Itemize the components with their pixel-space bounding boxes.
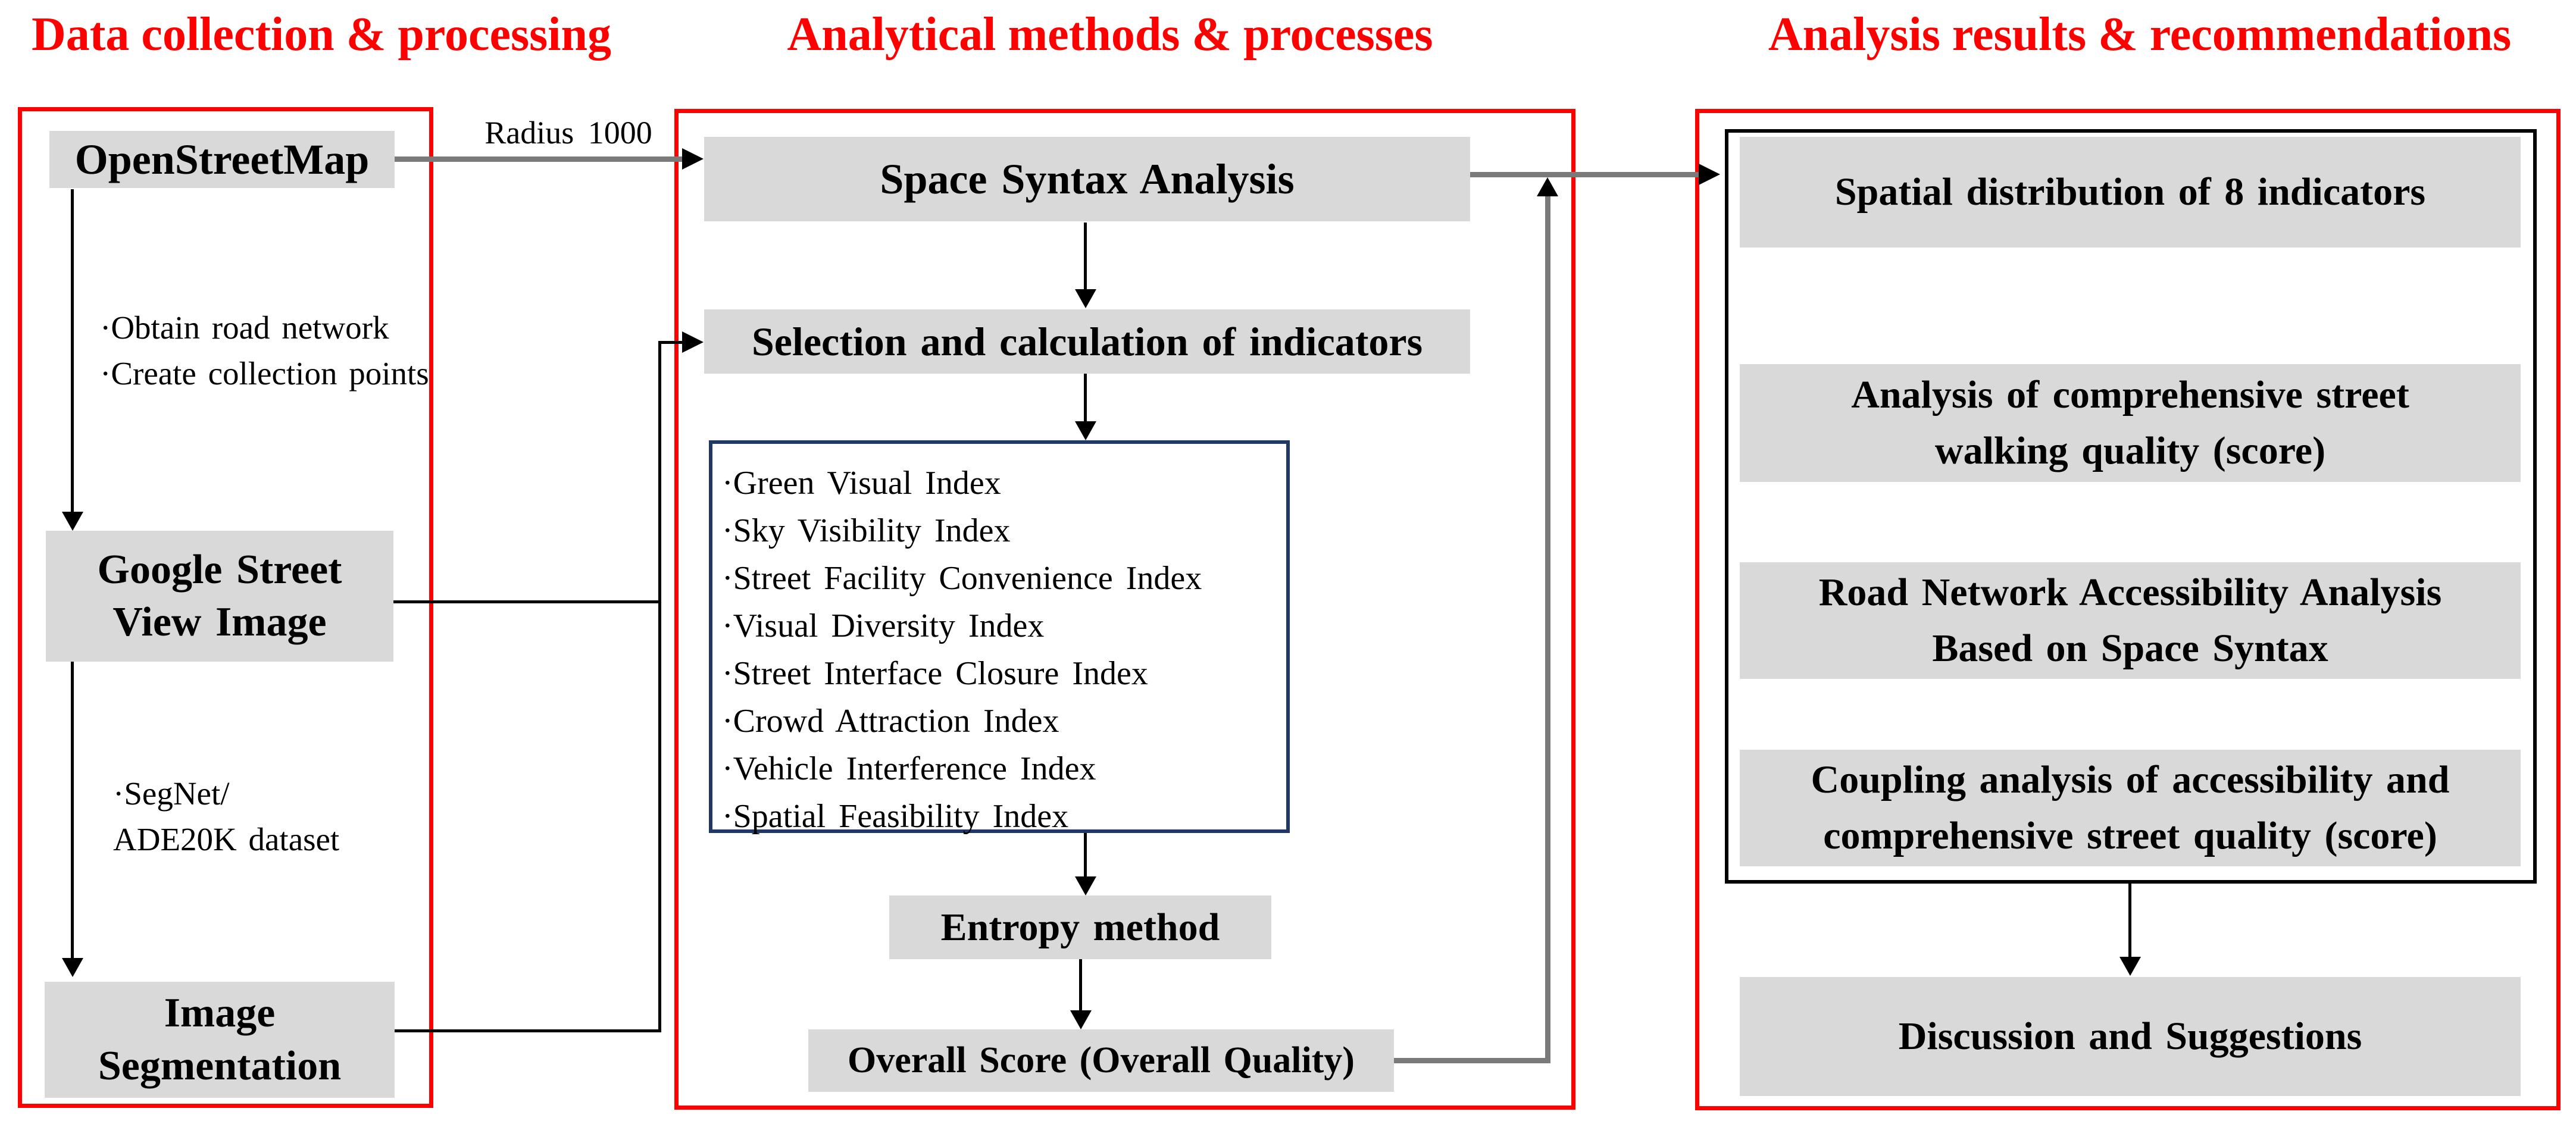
annotation-line: ·Obtain road network xyxy=(100,309,389,346)
indicator-item: ·Green Visual Index xyxy=(722,465,1001,502)
indicator-item: ·Crowd Attraction Index xyxy=(722,703,1059,740)
node-coupling-analysis: Coupling analysis of accessibility and c… xyxy=(1740,750,2521,866)
arrowhead-into-results xyxy=(1699,164,1720,185)
node-image-segmentation: Image Segmentation xyxy=(45,982,395,1098)
column-title-analysis-results: Analysis results & recommendations xyxy=(1768,8,2512,61)
node-spatial-distribution: Spatial distribution of 8 indicators xyxy=(1740,137,2521,248)
node-segmentation-line1: Image xyxy=(164,990,276,1037)
connector-osm-to-gsv xyxy=(71,189,74,514)
annotation-line: ADE20K dataset xyxy=(113,821,340,857)
node-overall-score: Overall Score (Overall Quality) xyxy=(808,1029,1394,1092)
node-discussion-label: Discussion and Suggestions xyxy=(1898,1014,2362,1059)
results-inner-frame xyxy=(1725,129,2537,884)
annotation-line: ·SegNet/ xyxy=(113,775,230,812)
radius-label: Radius 1000 xyxy=(484,115,652,151)
indicator-item: ·Street Interface Closure Index xyxy=(722,655,1148,692)
analysis-results-frame xyxy=(1695,109,2561,1110)
node-space-syntax-label: Space Syntax Analysis xyxy=(880,155,1295,203)
annotation-gsv-to-seg: ·SegNet/ ADE20K dataset xyxy=(113,771,339,862)
connector-space-syntax-to-selection xyxy=(1084,223,1087,290)
arrowhead-into-segmentation xyxy=(62,958,83,977)
node-road-accessibility-line2: Based on Space Syntax xyxy=(1932,627,2328,670)
node-space-syntax-analysis: Space Syntax Analysis xyxy=(704,137,1470,221)
analytical-methods-frame xyxy=(674,109,1575,1110)
indicator-item: ·Spatial Feasibility Index xyxy=(722,798,1069,835)
node-entropy-label: Entropy method xyxy=(940,905,1220,949)
annotation-osm-to-gsv: ·Obtain road network ·Create collection … xyxy=(100,305,429,396)
node-gsv-line2: View Image xyxy=(112,599,327,645)
arrowhead-feedback-up xyxy=(1537,177,1558,196)
connector-osm-to-space-syntax xyxy=(394,156,687,162)
arrowhead-into-overall xyxy=(1070,1010,1092,1029)
node-entropy-method: Entropy method xyxy=(889,895,1271,959)
node-walking-quality: Analysis of comprehensive street walking… xyxy=(1740,364,2521,482)
arrowhead-into-selection-top xyxy=(1075,289,1096,308)
connector-segmentation-exit xyxy=(395,1029,661,1032)
column-title-data-collection: Data collection & processing xyxy=(32,8,611,61)
node-coupling-line1: Coupling analysis of accessibility and xyxy=(1811,758,2450,802)
arrowhead-into-gsv xyxy=(62,512,83,531)
connector-indicators-to-entropy xyxy=(1084,833,1087,877)
node-openstreetmap: OpenStreetMap xyxy=(49,131,395,188)
connector-selection-to-indicators xyxy=(1084,374,1087,422)
node-google-street-view: Google Street View Image xyxy=(46,531,393,662)
node-road-accessibility-line1: Road Network Accessibility Analysis xyxy=(1818,571,2442,615)
connector-vertical-merge xyxy=(658,341,661,1032)
node-walking-quality-line2: walking quality (score) xyxy=(1934,429,2326,472)
connector-entropy-to-overall xyxy=(1079,959,1082,1012)
indicator-item: ·Sky Visibility Index xyxy=(722,512,1011,549)
connector-results-to-discussion xyxy=(2128,884,2131,958)
indicator-item: ·Visual Diversity Index xyxy=(722,608,1045,644)
node-spatial-distribution-label: Spatial distribution of 8 indicators xyxy=(1834,170,2426,214)
indicator-list-box: ·Green Visual Index ·Sky Visibility Index… xyxy=(709,440,1290,835)
node-walking-quality-line1: Analysis of comprehensive street xyxy=(1851,373,2409,417)
node-overall-score-label: Overall Score (Overall Quality) xyxy=(848,1040,1355,1081)
connector-overall-feedback-horizontal xyxy=(1393,1058,1550,1063)
connector-overall-feedback-vertical xyxy=(1545,196,1550,1063)
node-coupling-line2: comprehensive street quality (score) xyxy=(1823,814,2437,857)
node-segmentation-line2: Segmentation xyxy=(98,1042,342,1089)
arrowhead-into-indicators xyxy=(1075,421,1096,440)
node-openstreetmap-label: OpenStreetMap xyxy=(74,135,370,183)
node-road-accessibility: Road Network Accessibility Analysis Base… xyxy=(1740,562,2521,679)
annotation-line: ·Create collection points xyxy=(100,355,429,392)
indicator-item: ·Street Facility Convenience Index xyxy=(722,560,1202,597)
node-selection-label: Selection and calculation of indicators xyxy=(751,318,1423,364)
node-discussion-suggestions: Discussion and Suggestions xyxy=(1740,977,2521,1096)
arrowhead-into-selection xyxy=(682,331,704,353)
connector-space-syntax-to-results xyxy=(1470,172,1702,177)
data-collection-frame xyxy=(18,107,433,1108)
connector-into-selection xyxy=(658,341,684,344)
indicator-item: ·Vehicle Interference Index xyxy=(722,750,1096,787)
arrowhead-into-entropy xyxy=(1075,876,1096,895)
node-gsv-line1: Google Street xyxy=(97,546,342,593)
connector-gsv-exit xyxy=(393,600,661,603)
arrowhead-into-discussion xyxy=(2119,957,2141,976)
column-title-analytical-methods: Analytical methods & processes xyxy=(787,8,1433,61)
connector-gsv-to-segmentation xyxy=(71,662,74,959)
node-selection-calculation: Selection and calculation of indicators xyxy=(704,309,1470,374)
arrowhead-into-space-syntax xyxy=(682,148,704,170)
